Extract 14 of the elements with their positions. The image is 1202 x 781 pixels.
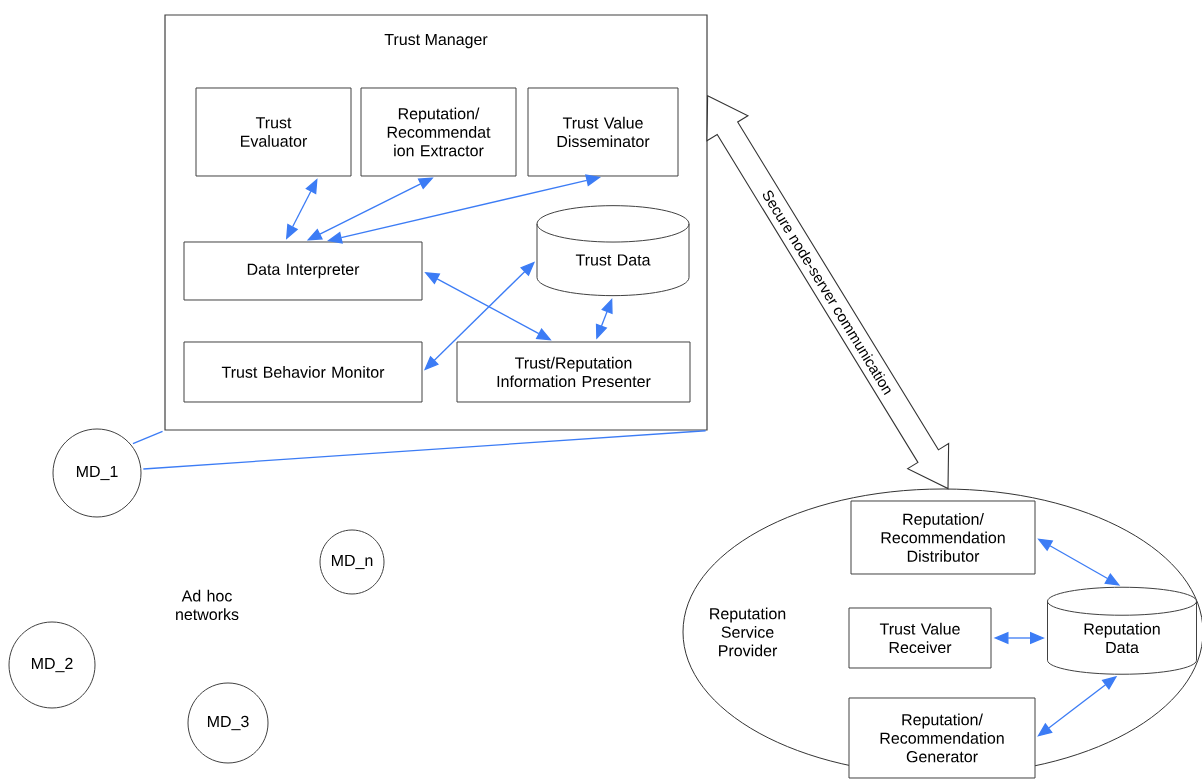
database-cylinder: Reputation Data: [1047, 586, 1197, 675]
process-box: Trust Value Disseminator: [527, 87, 679, 177]
connector-line: [132, 430, 164, 445]
process-box: Data Interpreter: [183, 241, 423, 301]
process-box: Trust Behavior Monitor: [183, 341, 423, 403]
database-cylinder: Trust Data: [536, 205, 690, 297]
process-box: Reputation/ Recommendation Generator: [848, 697, 1036, 779]
process-box: Trust Evaluator: [195, 87, 352, 177]
process-box: Trust/Reputation Information Presenter: [456, 341, 691, 403]
process-box: Trust Value Receiver: [848, 607, 992, 669]
connector-line: [142, 430, 707, 470]
area-label: Ad hoc networks: [176, 589, 239, 621]
process-box: Reputation/ Recommendat ion Extractor: [360, 87, 517, 177]
process-box: Reputation/ Recommendation Distributor: [850, 500, 1036, 575]
